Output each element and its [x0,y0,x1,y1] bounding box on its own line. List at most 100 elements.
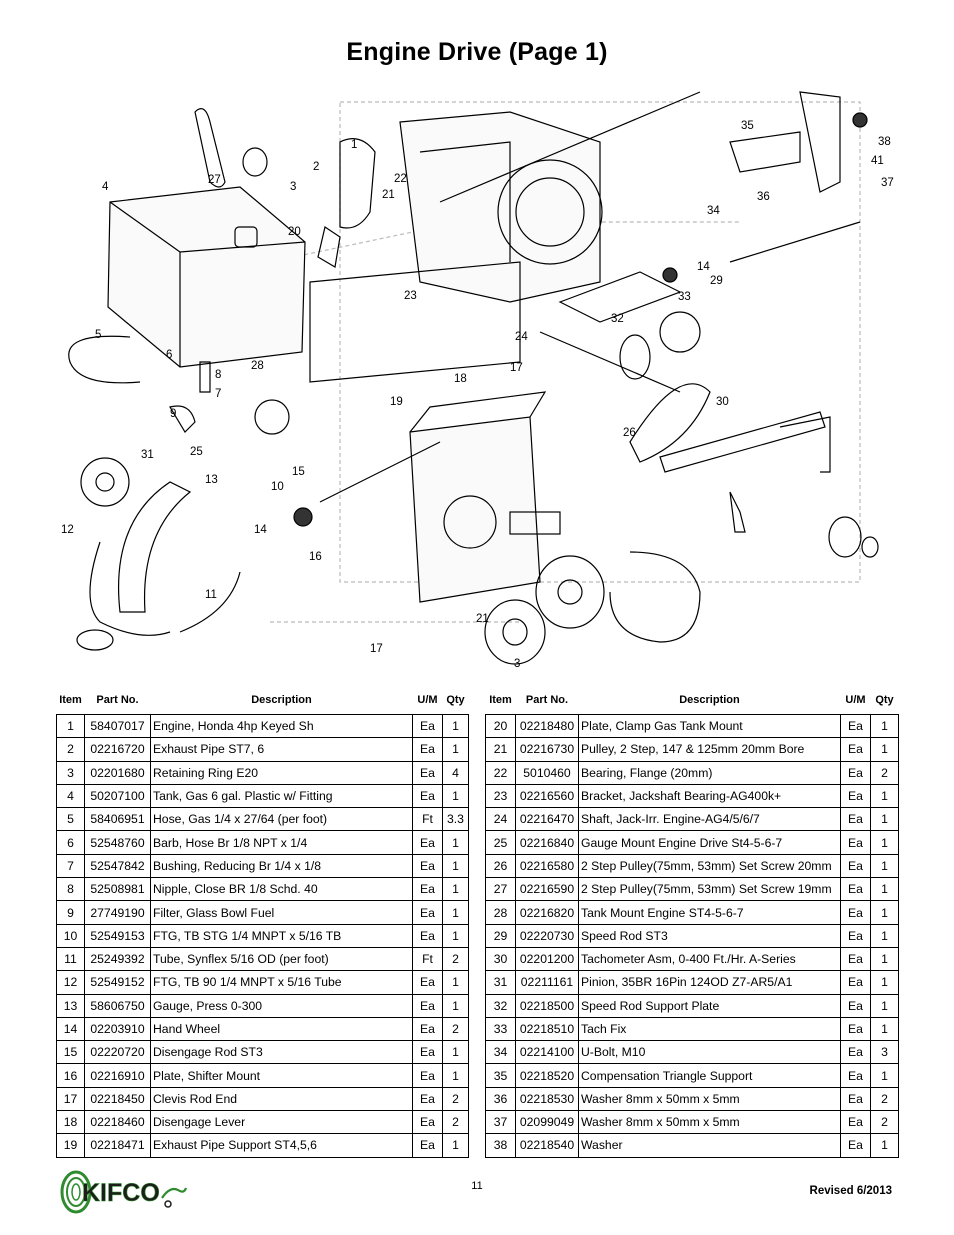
um-cell: Ea [840,713,871,739]
part-number-cell: 02216580 [515,853,579,879]
part-number-cell: 52549152 [84,970,151,995]
qty-cell: 1 [442,830,469,855]
item-cell: 25 [485,830,516,855]
description-cell: Bracket, Jackshaft Bearing-AG400k+ [578,783,841,809]
item-cell: 14 [56,1016,85,1042]
qty-cell: 1 [442,853,469,879]
part-number-cell: 02218471 [84,1133,151,1158]
item-cell: 12 [56,970,85,995]
part-number-cell: 25249392 [84,946,151,972]
qty-cell: 2 [870,760,899,785]
um-cell: Ea [840,946,871,972]
callout-34: 34 [707,205,720,217]
item-cell: 19 [56,1133,85,1158]
part-number-cell: 02201680 [84,760,151,785]
callout-15: 15 [292,466,305,478]
description-cell: Gauge, Press 0-300 [150,993,413,1018]
callout-6: 6 [166,349,172,361]
callout-8: 8 [215,369,221,381]
qty-cell: 1 [870,1063,899,1088]
callout-17: 17 [510,362,523,374]
item-cell: 10 [56,923,85,948]
qty-cell: 1 [870,923,899,948]
qty-cell: 1 [442,993,469,1018]
um-cell: Ea [412,1086,443,1112]
description-cell: Gauge Mount Engine Drive St4-5-6-7 [578,830,841,855]
qty-cell: 1 [870,853,899,879]
um-cell: Ea [412,737,443,762]
header-item: Item [489,694,512,706]
item-cell: 32 [485,993,516,1018]
um-cell: Ea [840,1086,871,1112]
description-cell: Hand Wheel [150,1016,413,1042]
header-part-no: Part No. [96,694,139,706]
um-cell: Ea [412,1110,443,1135]
um-cell: Ea [840,993,871,1018]
part-number-cell: 02216910 [84,1063,151,1088]
description-cell: FTG, TB 90 1/4 MNPT x 5/16 Tube [150,970,413,995]
callout-17b: 17 [370,643,383,655]
qty-cell: 3.3 [442,807,469,832]
description-cell: Washer [578,1133,841,1158]
qty-cell: 1 [442,877,469,902]
callout-4: 4 [102,181,109,193]
um-cell: Ea [412,1040,443,1065]
header-qty: Qty [875,694,894,706]
part-number-cell: 50207100 [84,783,151,809]
item-cell: 28 [485,900,516,925]
item-cell: 30 [485,946,516,972]
description-cell: FTG, TB STG 1/4 MNPT x 5/16 TB [150,923,413,948]
callout-25: 25 [190,446,203,458]
um-cell: Ea [412,760,443,785]
um-cell: Ea [840,783,871,809]
item-cell: 35 [485,1063,516,1088]
part-number-cell: 58407017 [84,713,151,739]
item-cell: 26 [485,853,516,879]
um-cell: Ea [840,1063,871,1088]
callout-36: 36 [757,191,770,203]
item-cell: 23 [485,783,516,809]
callout-2: 2 [313,161,319,173]
part-number-cell: 02216720 [84,737,151,762]
part-number-cell: 02218530 [515,1086,579,1112]
callout-5: 5 [95,329,101,341]
callout-7: 7 [215,388,221,400]
part-number-cell: 5010460 [515,760,579,785]
part-number-cell: 02216840 [515,830,579,855]
qty-cell: 1 [442,737,469,762]
part-number-cell: 02220720 [84,1040,151,1065]
callout-13: 13 [205,474,218,486]
qty-cell: 3 [870,1040,899,1065]
qty-cell: 1 [442,970,469,995]
description-cell: Barb, Hose Br 1/8 NPT x 1/4 [150,830,413,855]
item-cell: 37 [485,1110,516,1135]
description-cell: Disengage Lever [150,1110,413,1135]
um-cell: Ea [412,830,443,855]
part-number-cell: 02218460 [84,1110,151,1135]
item-cell: 4 [56,783,85,809]
qty-cell: 1 [442,783,469,809]
header-um: U/M [417,694,438,706]
um-cell: Ea [840,923,871,948]
part-number-cell: 02201200 [515,946,579,972]
callout-38: 38 [878,136,891,148]
callout-27: 27 [208,174,221,186]
um-cell: Ea [412,970,443,995]
header-qty: Qty [446,694,465,706]
callout-29: 29 [710,275,723,287]
um-cell: Ea [840,1110,871,1135]
item-cell: 33 [485,1016,516,1042]
callout-28: 28 [251,360,264,372]
